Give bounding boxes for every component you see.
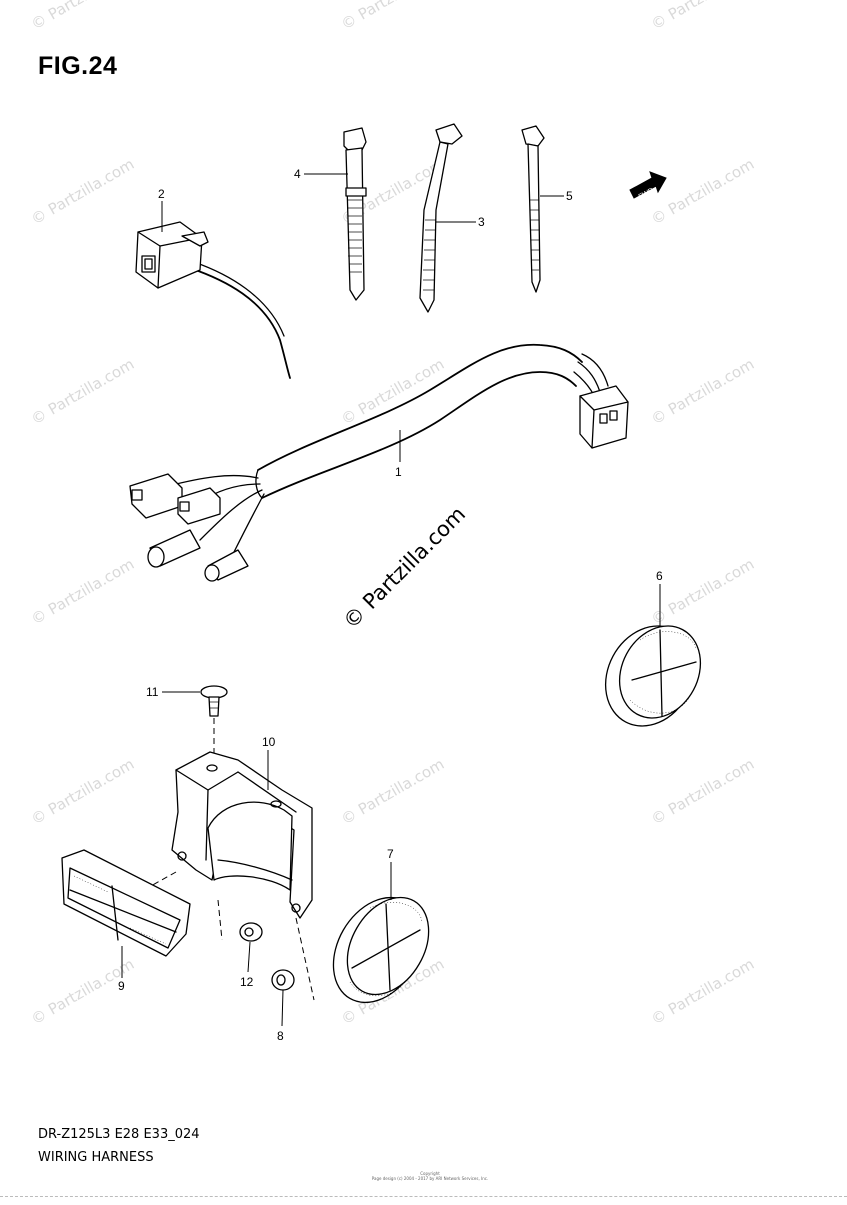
watermark: © Partzilla.com xyxy=(648,155,757,228)
copyright-notice: Copyright Page design (c) 2004 - 2017 by… xyxy=(360,1171,500,1181)
page-bottom-divider xyxy=(0,1196,847,1197)
part-3-cable-tie xyxy=(419,123,463,313)
callout-11: 11 xyxy=(146,685,159,699)
arrow-icon xyxy=(629,171,667,199)
figure-title: FIG.24 xyxy=(38,52,118,80)
callout-3: 3 xyxy=(478,215,485,229)
callout-9: 9 xyxy=(118,979,125,993)
watermark: © Partzilla.com xyxy=(28,155,137,228)
watermark: © Partzilla.com xyxy=(28,355,137,428)
callout-8: 8 xyxy=(277,1029,284,1043)
copyright-line: Page design (c) 2004 - 2017 by ARI Netwo… xyxy=(371,1176,489,1181)
part-11-screw xyxy=(200,685,228,760)
watermark: © Partzilla.com xyxy=(648,955,757,1028)
part-6-reflector xyxy=(604,625,702,727)
part-5-cable-tie xyxy=(521,125,545,293)
part-8-nut xyxy=(271,969,295,991)
watermark: © Partzilla.com xyxy=(28,755,137,828)
callout-1: 1 xyxy=(395,465,402,479)
part-2-switch xyxy=(135,221,291,379)
watermark: © Partzilla.com xyxy=(28,555,137,628)
callouts: 2 4 3 5 1 6 11 10 7 9 12 8 xyxy=(118,167,663,1043)
fwd-direction-marker: FWD xyxy=(629,171,667,201)
watermark: © Partzilla.com xyxy=(338,355,447,428)
center-watermark: © Partzilla.com xyxy=(339,502,471,634)
watermark-layer: © Partzilla.com © Partzilla.com © Partzi… xyxy=(28,0,757,1028)
part-7-reflector xyxy=(332,896,430,1004)
model-code: DR-Z125L3 E28 E33_024 xyxy=(38,1127,200,1142)
watermark: © Partzilla.com xyxy=(648,0,757,33)
section-name: WIRING HARNESS xyxy=(38,1150,154,1165)
callout-6: 6 xyxy=(656,569,663,583)
copyright-line: Copyright xyxy=(420,1171,440,1176)
part-12-nut xyxy=(239,922,263,942)
part-4-cable-tie xyxy=(343,127,367,301)
callout-7: 7 xyxy=(387,847,394,861)
watermark: © Partzilla.com xyxy=(338,0,447,33)
callout-12: 12 xyxy=(240,975,254,989)
callout-2: 2 xyxy=(158,187,165,201)
part-10-bracket xyxy=(139,751,315,1001)
callout-4: 4 xyxy=(294,167,301,181)
part-1-wiring-harness xyxy=(129,343,629,582)
callout-5: 5 xyxy=(566,189,573,203)
watermark: © Partzilla.com xyxy=(648,555,757,628)
watermark: © Partzilla.com xyxy=(338,755,447,828)
watermark: © Partzilla.com xyxy=(648,355,757,428)
part-9-reflector xyxy=(61,849,191,957)
watermark: © Partzilla.com xyxy=(648,755,757,828)
watermark: © Partzilla.com xyxy=(28,0,137,33)
callout-10: 10 xyxy=(262,735,276,749)
